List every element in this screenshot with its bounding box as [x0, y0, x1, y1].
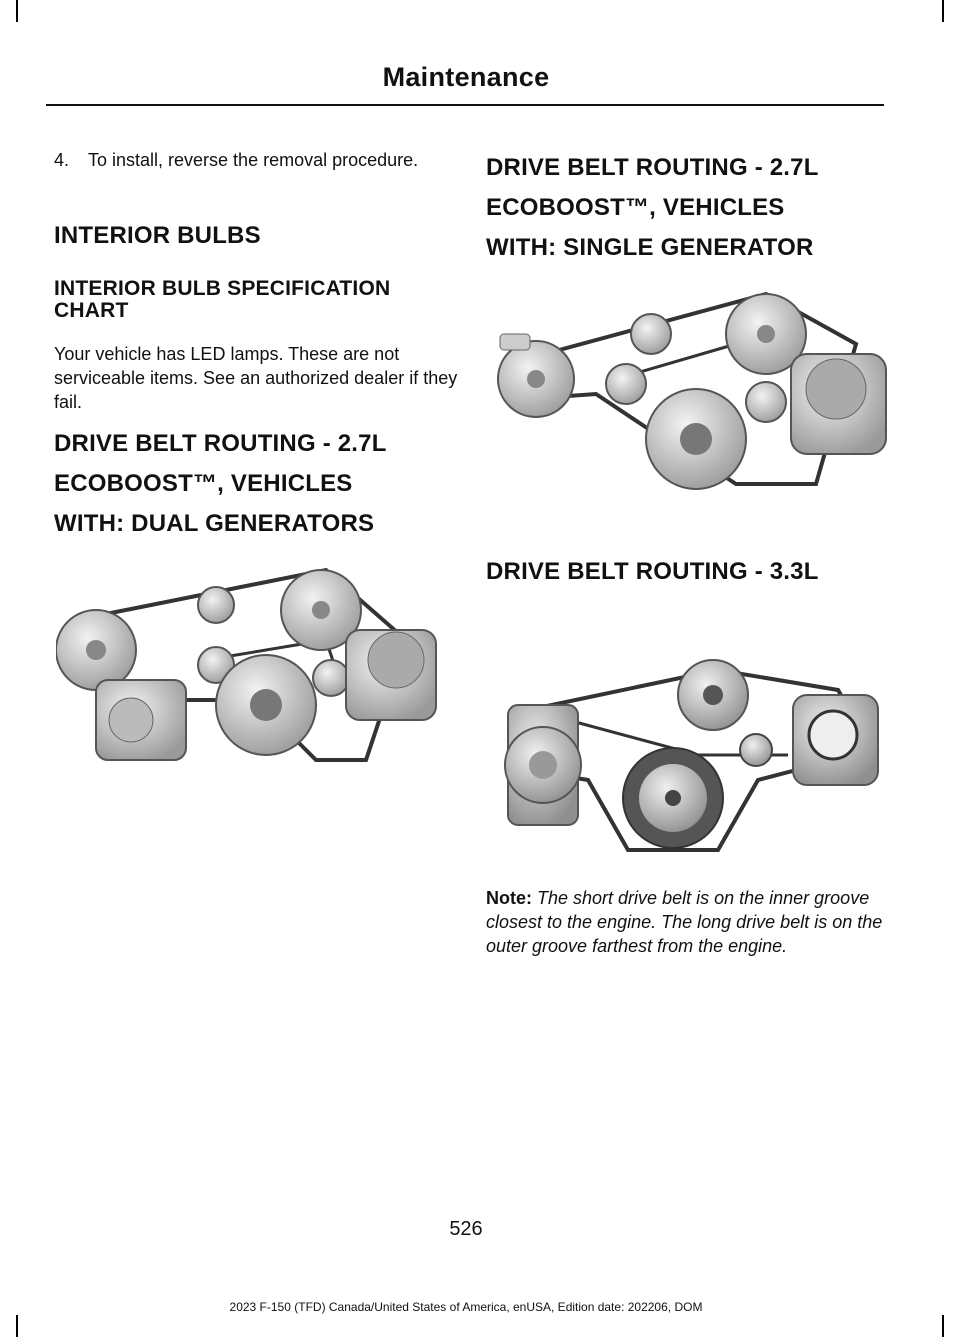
heading-line: WITH: SINGLE GENERATOR — [486, 234, 814, 261]
page-header-title: Maintenance — [382, 62, 550, 92]
heading-line: ECOBOOST™, VEHICLES — [54, 470, 353, 497]
dual-generator-belt-diagram — [56, 560, 466, 780]
heading-line: WITH: DUAL GENERATORS — [54, 510, 375, 537]
dual-generator-heading: DRIVE BELT ROUTING - 2.7L ECOBOOST™, VEH… — [54, 424, 464, 544]
single-generator-belt-diagram — [486, 284, 896, 504]
single-generator-heading: DRIVE BELT ROUTING - 2.7L ECOBOOST™, VEH… — [486, 148, 886, 268]
heading-3-3l: DRIVE BELT ROUTING - 3.3L — [486, 558, 819, 585]
step-text: To install, reverse the removal procedur… — [88, 150, 419, 170]
heading-line: DRIVE BELT ROUTING - 2.7L — [54, 430, 387, 457]
note-label: Note: — [486, 888, 532, 908]
step-number: 4. — [54, 150, 70, 170]
crop-mark — [942, 0, 944, 22]
crop-mark — [942, 1315, 944, 1337]
heading-line: DRIVE BELT ROUTING - 2.7L — [486, 154, 819, 181]
belt-diagram-3-3l — [488, 650, 888, 860]
note-text: The short drive belt is on the inner gro… — [486, 888, 883, 956]
drive-belt-note: Note: The short drive belt is on the inn… — [486, 886, 886, 958]
crop-mark — [16, 0, 18, 22]
left-column: 4. To install, reverse the removal proce… — [54, 148, 464, 172]
crop-mark — [16, 1315, 18, 1337]
footer-edition-info: 2023 F-150 (TFD) Canada/United States of… — [229, 1300, 703, 1314]
bulb-chart-heading: INTERIOR BULB SPECIFICATION CHART — [54, 277, 391, 322]
page-number: 526 — [449, 1218, 483, 1240]
bulb-paragraph: Your vehicle has LED lamps. These are no… — [54, 344, 458, 412]
install-step: 4. To install, reverse the removal proce… — [54, 148, 464, 172]
heading-line: ECOBOOST™, VEHICLES — [486, 194, 785, 221]
header-divider — [46, 104, 884, 106]
interior-bulbs-heading: INTERIOR BULBS — [54, 222, 261, 249]
